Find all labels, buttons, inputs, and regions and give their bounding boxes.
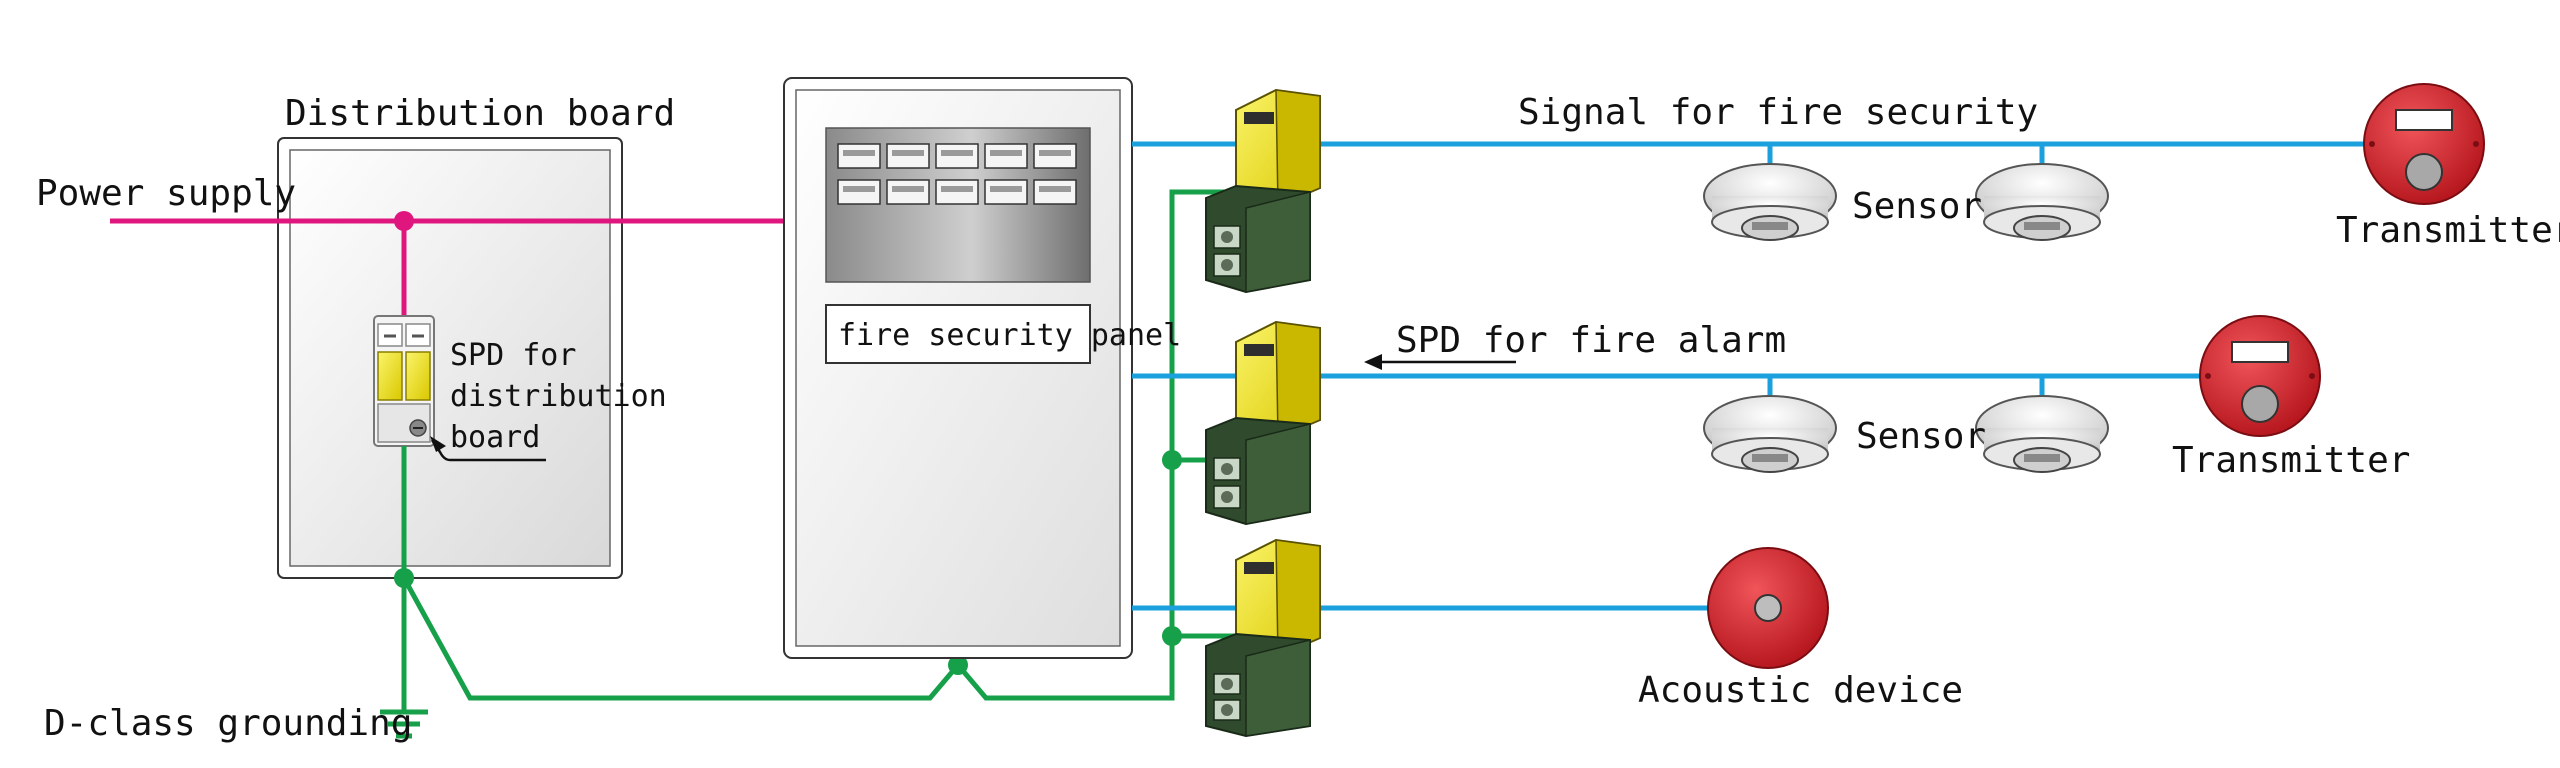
acoustic-device-label: Acoustic device [1638, 670, 1963, 711]
d-class-grounding-label: D-class grounding [44, 703, 412, 744]
acoustic-device [1707, 547, 1829, 669]
transmitter-2 [2199, 315, 2321, 437]
spd-ground-junction-2 [1162, 450, 1182, 470]
spd-distribution-label-line-2: distribution [450, 379, 667, 414]
panel-ground-junction [948, 655, 968, 675]
distribution-board-label: Distribution board [285, 93, 675, 134]
power-supply-label: Power supply [36, 173, 296, 214]
spd-fire-alarm-label: SPD for fire alarm [1396, 320, 1786, 361]
transmitter-label-1: Transmitter [2336, 210, 2560, 251]
spd-module-2 [1205, 320, 1321, 526]
sensor-label-row-1: Sensor [1852, 186, 1982, 227]
bonding-line [401, 189, 1236, 701]
spd-distribution-label-line-1: SPD for [450, 338, 576, 373]
fire-security-panel-label: fire security panel [838, 318, 1181, 353]
sensor-label-row-2: Sensor [1856, 416, 1986, 457]
sensor-1b [1975, 163, 2109, 241]
spd-distribution-label-line-3: board [450, 420, 540, 455]
sensor-2a [1703, 395, 1837, 473]
spd-module-3 [1205, 538, 1321, 738]
panel-nameplate [825, 304, 1091, 364]
panel-indicator-lamps [843, 150, 1071, 192]
transmitter-1 [2363, 83, 2485, 205]
sensor-2b [1975, 395, 2109, 473]
spd-fire-alarm-arrowhead [1364, 354, 1382, 370]
spd-distribution-device [373, 315, 435, 447]
transmitter-label-2: Transmitter [2172, 440, 2410, 481]
spd-module-1 [1205, 88, 1321, 294]
signal-fire-security-label: Signal for fire security [1518, 92, 2038, 133]
spd-distribution-arrow [430, 439, 546, 462]
power-junction [394, 211, 414, 231]
spd-ground-junction-3 [1162, 626, 1182, 646]
spd-distribution-arrowhead [430, 436, 446, 452]
sensor-1a [1703, 163, 1837, 241]
ground-symbol [380, 709, 428, 739]
